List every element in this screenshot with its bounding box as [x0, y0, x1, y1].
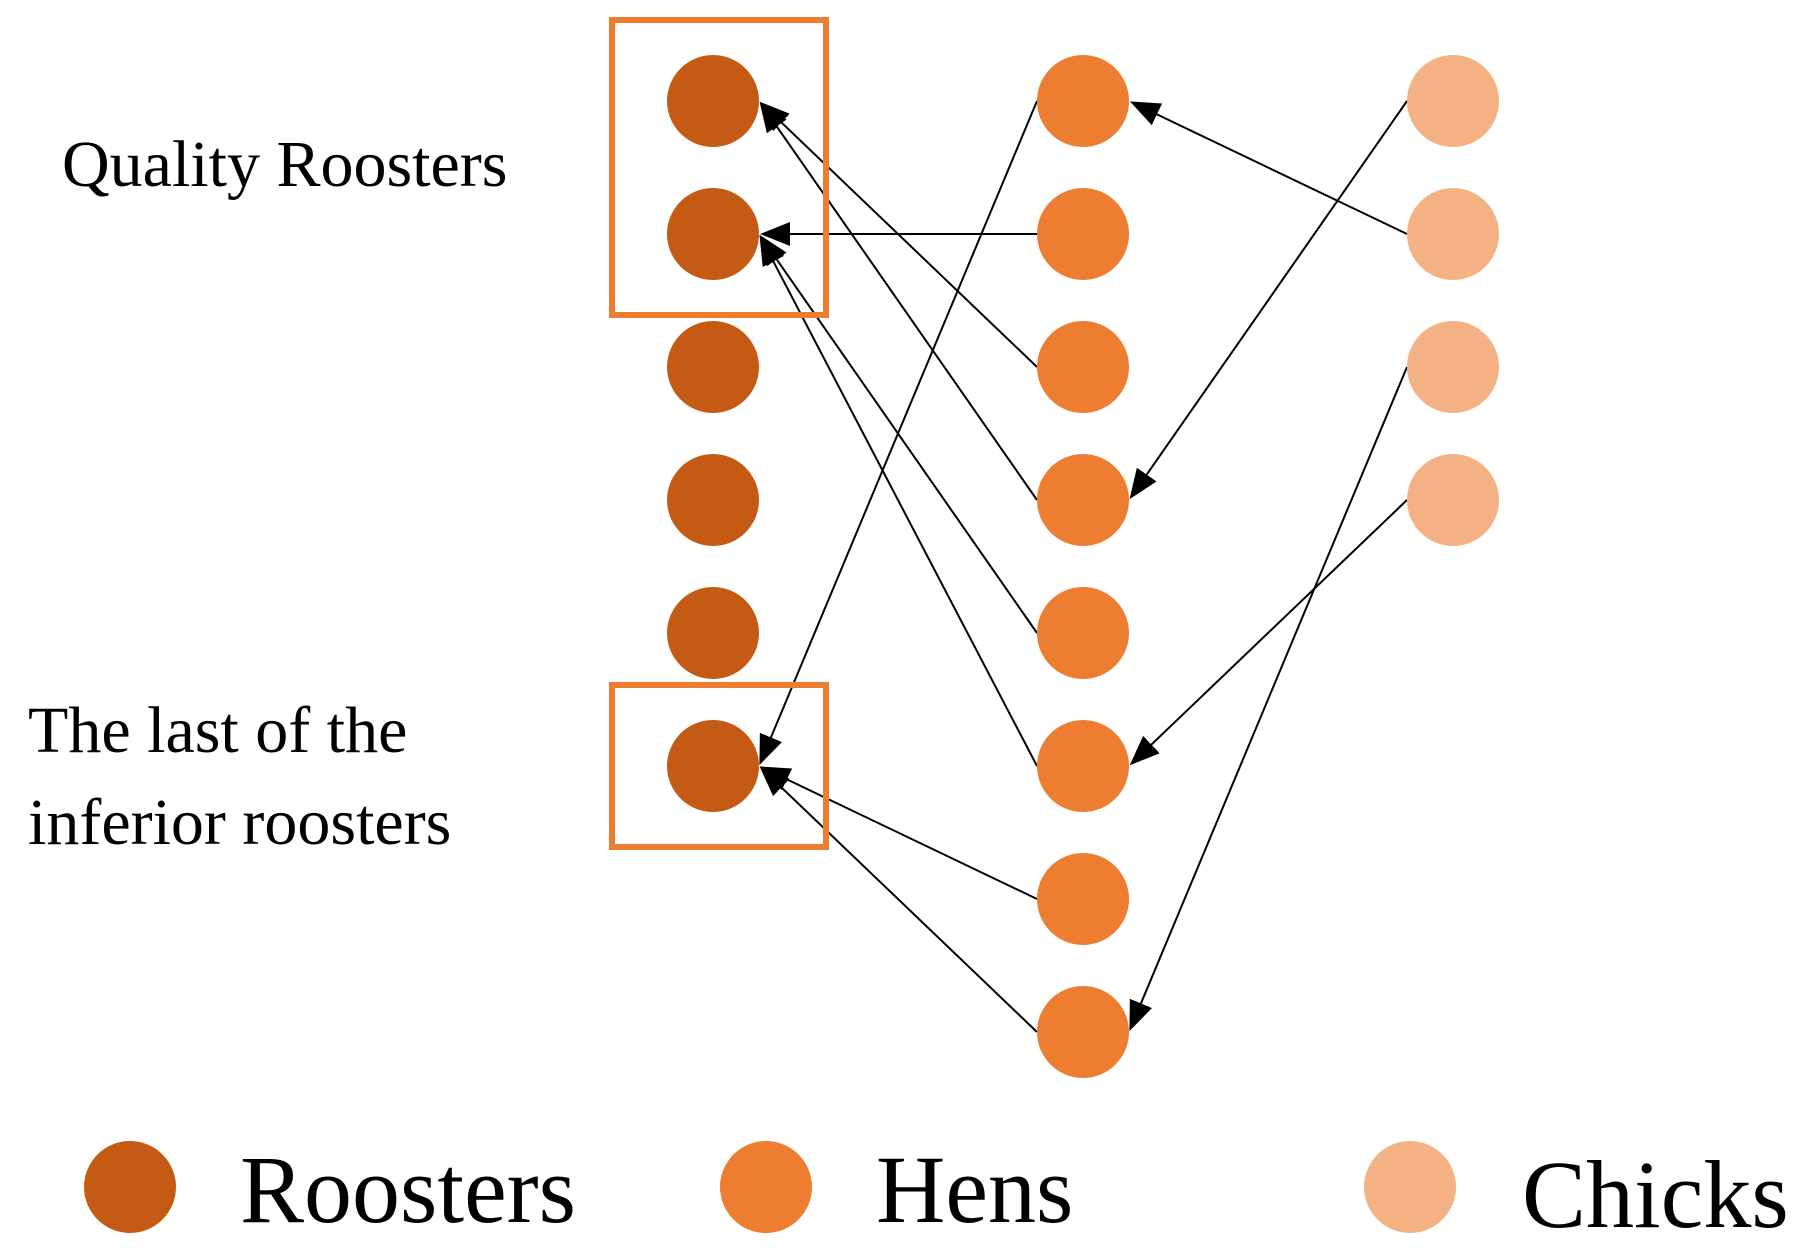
rooster-node-2: [667, 188, 759, 280]
inferior-roosters-label-line2: inferior roosters: [28, 786, 451, 859]
hen-node-2: [1037, 188, 1129, 280]
rooster-node-1: [667, 55, 759, 147]
hen-node-1: [1037, 55, 1129, 147]
chick-node-2: [1407, 188, 1499, 280]
chick-node-4: [1407, 454, 1499, 546]
hen-node-4: [1037, 454, 1129, 546]
hen-node-3: [1037, 321, 1129, 413]
edge-hen-1-to-rooster-6: [759, 100, 1038, 766]
chick-node-1: [1407, 55, 1499, 147]
quality-roosters-label: Quality Roosters: [62, 128, 507, 201]
legend-roosters-label: Roosters: [240, 1136, 576, 1243]
legend-chick-icon: [1364, 1141, 1456, 1233]
nodes: [667, 55, 1499, 1078]
edge-chick-1-to-hen-4: [1129, 100, 1408, 500]
edge-hen-4-to-rooster-1: [759, 101, 1038, 501]
edge-hen-8-to-rooster-6: [759, 766, 1038, 1033]
hen-node-5: [1037, 587, 1129, 679]
hen-node-6: [1037, 720, 1129, 812]
rooster-node-5: [667, 587, 759, 679]
edge-hen-6-to-rooster-2: [759, 234, 1038, 767]
edge-hen-3-to-rooster-1: [759, 101, 1038, 368]
hen-node-7: [1037, 853, 1129, 945]
edge-hen-7-to-rooster-6: [759, 766, 1038, 900]
inferior-roosters-label-line1: The last of the: [28, 694, 407, 767]
edge-chick-2-to-hen-1: [1129, 101, 1408, 235]
rooster-node-4: [667, 454, 759, 546]
quality-roosters-box: [609, 17, 829, 318]
rooster-node-3: [667, 321, 759, 413]
rooster-node-6: [667, 720, 759, 812]
inferior-rooster-box: [609, 682, 829, 850]
hen-node-8: [1037, 986, 1129, 1078]
edges: [759, 100, 1408, 1033]
chick-node-3: [1407, 321, 1499, 413]
legend: Roosters Hens Chicks: [84, 1136, 1789, 1248]
legend-hens-label: Hens: [876, 1136, 1073, 1243]
group-boxes: [609, 17, 829, 850]
edge-chick-4-to-hen-6: [1129, 499, 1408, 766]
edge-chick-3-to-hen-8: [1129, 366, 1408, 1032]
edge-hen-5-to-rooster-2: [759, 234, 1038, 634]
legend-chicks-label: Chicks: [1522, 1141, 1789, 1248]
legend-hen-icon: [720, 1141, 812, 1233]
legend-rooster-icon: [84, 1141, 176, 1233]
